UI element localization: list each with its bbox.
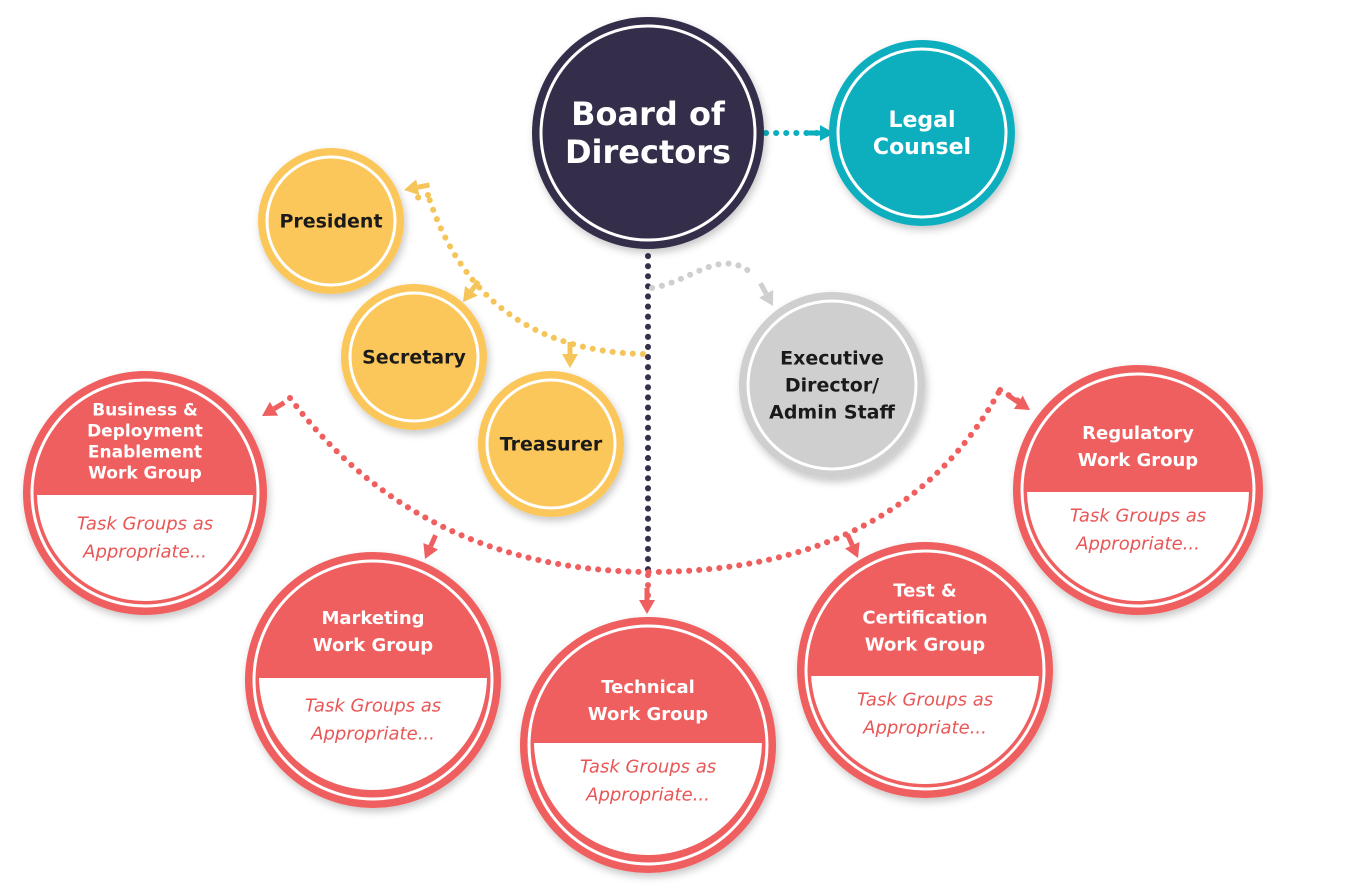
- legal-label-line-2: Counsel: [873, 135, 971, 160]
- executive-node: [739, 292, 925, 478]
- legal-label-line-1: Legal: [888, 108, 955, 133]
- arrow-marketing-shaft: [428, 534, 438, 548]
- group-test-subtitle-line-2: Appropriate...: [862, 717, 987, 738]
- connector-president-hook: [413, 192, 431, 201]
- arrow-marketing: [423, 542, 438, 559]
- group-marketing-subtitle: Task Groups as Appropriate...: [305, 695, 441, 744]
- arrow-legal: [820, 125, 834, 141]
- executive-label-line-3: Admin Staff: [769, 402, 895, 424]
- board-label-line-2: Directors: [565, 133, 731, 171]
- arrow-president-shaft: [417, 182, 430, 190]
- group-test-subtitle-line-1: Task Groups as: [857, 689, 993, 710]
- group-business-title-line-3: Enablement: [88, 442, 202, 462]
- treasurer-node: [478, 371, 624, 517]
- group-regulatory-subtitle-line-1: Task Groups as: [1070, 505, 1206, 526]
- group-technical-subtitle-line-2: Appropriate...: [585, 784, 710, 805]
- group-test-lower-panel: [811, 676, 1039, 785]
- group-business-title-line-4: Work Group: [88, 463, 202, 483]
- arrow-technical: [639, 600, 655, 614]
- executive-label-line-2: Director/: [785, 375, 879, 397]
- group-test-node-ring: [804, 549, 1046, 791]
- group-business-title-line-1: Business &: [92, 400, 198, 420]
- arrow-executive-shaft: [758, 282, 769, 295]
- group-business-lower-panel: [37, 495, 253, 601]
- secretary-node-ring: [348, 291, 480, 423]
- secretary-label: Secretary: [362, 347, 466, 369]
- group-regulatory-title-line-2: Work Group: [1078, 450, 1199, 471]
- group-marketing-subtitle-line-1: Task Groups as: [305, 695, 441, 716]
- arrow-test-shaft: [845, 533, 855, 547]
- group-regulatory-subtitle: Task Groups as Appropriate...: [1070, 505, 1206, 554]
- arrow-business-shaft: [272, 400, 286, 411]
- board-node-ring: [539, 24, 757, 242]
- legal-node: [829, 40, 1015, 226]
- secretary-node: [341, 284, 487, 430]
- group-marketing-title-line-2: Work Group: [313, 635, 434, 656]
- arrow-regulatory: [1013, 395, 1030, 410]
- group-technical-title-line-1: Technical: [601, 677, 695, 698]
- legal-node-ring: [836, 47, 1008, 219]
- group-business-subtitle-line-1: Task Groups as: [77, 513, 213, 534]
- group-test-subtitle: Task Groups as Appropriate...: [857, 689, 993, 738]
- group-marketing-title-line-1: Marketing: [321, 608, 424, 629]
- group-test-title-line-2: Certification: [862, 607, 987, 628]
- arrow-secretary: [463, 286, 478, 302]
- treasurer-label: Treasurer: [500, 434, 603, 456]
- group-business-title-line-2: Deployment: [87, 421, 203, 441]
- president-label-line-1: President: [279, 211, 382, 233]
- connector-executive: [649, 260, 753, 291]
- executive-node-ring: [746, 299, 918, 471]
- group-regulatory-title-line-1: Regulatory: [1082, 423, 1194, 444]
- group-business-subtitle-line-2: Appropriate...: [82, 541, 207, 562]
- executive-label-line-1: Executive: [780, 348, 884, 370]
- president-node-ring: [265, 155, 397, 287]
- group-test-title-line-3: Work Group: [865, 634, 986, 655]
- treasurer-node-ring: [485, 378, 617, 510]
- board-label-line-1: Board of: [571, 95, 726, 133]
- group-test-title-line-1: Test &: [893, 580, 956, 601]
- group-business-subtitle: Task Groups as Appropriate...: [77, 513, 213, 562]
- connector-officers: [425, 192, 646, 357]
- connector-layer: [262, 125, 1030, 614]
- arrow-executive: [759, 289, 774, 306]
- president-label: President: [279, 211, 382, 233]
- group-regulatory-lower-panel: [1027, 492, 1249, 601]
- group-regulatory-node-ring: [1020, 372, 1256, 608]
- group-technical-subtitle-line-1: Task Groups as: [580, 756, 716, 777]
- arrow-president: [404, 179, 420, 196]
- group-technical-lower-panel: [534, 743, 762, 856]
- arrow-secretary-shaft: [469, 279, 481, 293]
- group-business-node-ring: [30, 378, 260, 608]
- group-marketing-lower-panel: [259, 678, 487, 790]
- group-technical-node-ring: [527, 624, 769, 866]
- group-technical-title-line-2: Work Group: [588, 704, 709, 725]
- group-marketing-subtitle-line-2: Appropriate...: [310, 723, 435, 744]
- group-technical-subtitle: Task Groups as Appropriate...: [580, 756, 716, 805]
- treasurer-label-line-1: Treasurer: [500, 434, 603, 456]
- arrow-treasurer: [562, 354, 578, 368]
- arrow-regulatory-shaft: [1006, 393, 1020, 405]
- secretary-label-line-1: Secretary: [362, 347, 466, 369]
- board-node: [532, 17, 764, 249]
- group-marketing-node-ring: [252, 559, 494, 801]
- president-node: [258, 148, 404, 294]
- arrow-business: [262, 401, 279, 416]
- group-regulatory-subtitle-line-2: Appropriate...: [1075, 533, 1200, 554]
- arrow-test: [845, 541, 860, 558]
